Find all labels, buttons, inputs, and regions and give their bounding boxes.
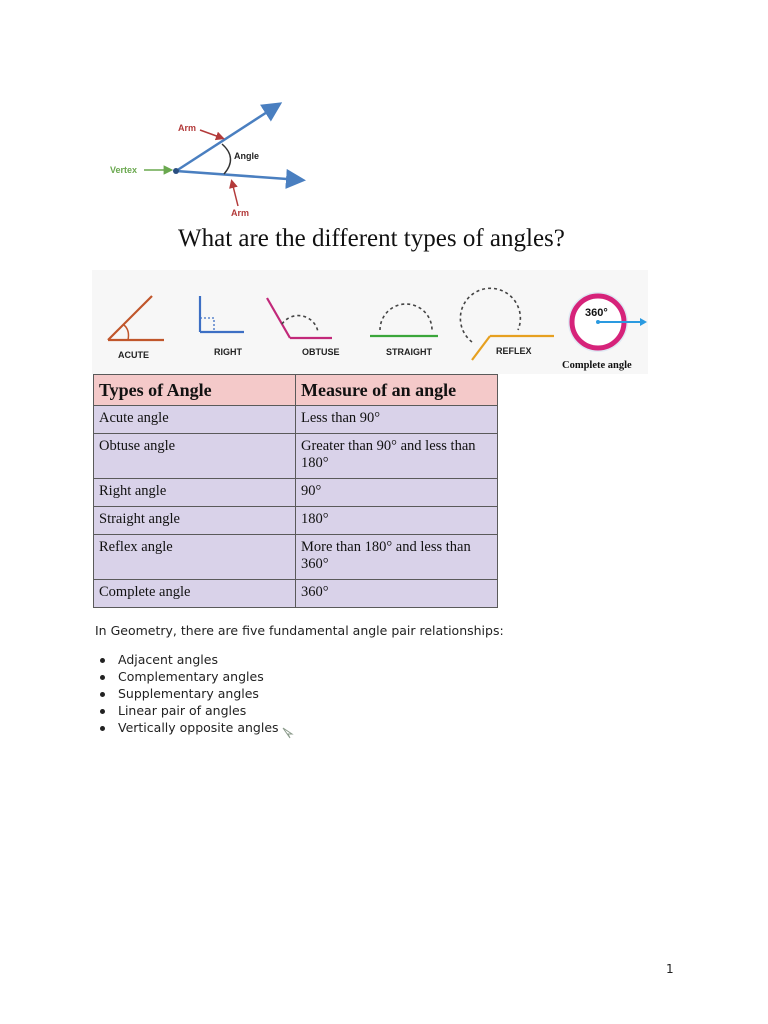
table-cell: Reflex angle <box>93 534 296 580</box>
table-cell: Straight angle <box>93 506 296 535</box>
reflex-angle-figure: REFLEX <box>459 287 554 361</box>
vertex-point <box>173 168 179 174</box>
table-cell: 360° <box>295 579 498 608</box>
angle-parts-diagram: Arm Angle Vertex Arm <box>110 102 306 218</box>
table-row: Acute angle Less than 90° <box>93 405 498 434</box>
straight-label: STRAIGHT <box>386 347 433 357</box>
vertex-label: Vertex <box>110 165 137 175</box>
bullet-icon <box>100 675 105 680</box>
arm-bottom-pointer <box>229 179 239 207</box>
list-item: Linear pair of angles <box>95 702 279 719</box>
table-cell: 90° <box>295 478 498 507</box>
right-label: RIGHT <box>214 347 243 357</box>
straight-angle-figure: STRAIGHT <box>370 303 438 357</box>
table-row: Right angle 90° <box>93 478 498 507</box>
bullet-icon <box>100 726 105 731</box>
bullet-icon <box>100 692 105 697</box>
list-item-label: Adjacent angles <box>118 652 218 667</box>
complete-angle-figure: 360° Complete angle <box>562 292 647 371</box>
angle-label: Angle <box>234 151 259 161</box>
table-cell: Obtuse angle <box>93 433 296 479</box>
table-cell: 180° <box>295 506 498 535</box>
table-cell: Complete angle <box>93 579 296 608</box>
lower-arm-line <box>175 168 306 189</box>
table-cell: Greater than 90° and less than 180° <box>295 433 498 479</box>
acute-label: ACUTE <box>118 350 149 360</box>
table-cell: Less than 90° <box>295 405 498 434</box>
page-heading: What are the different types of angles? <box>178 225 565 252</box>
bullet-icon <box>100 709 105 714</box>
list-item: Complementary angles <box>95 668 279 685</box>
table-row: Reflex angle More than 180° and less tha… <box>93 534 498 580</box>
acute-angle-figure: ACUTE <box>107 295 164 360</box>
complete-label: Complete angle <box>562 360 632 371</box>
table-row: Obtuse angle Greater than 90° and less t… <box>93 433 498 479</box>
angle-measures-table: Types of Angle Measure of an angle Acute… <box>93 374 498 608</box>
table-row: Complete angle 360° <box>93 579 498 608</box>
arm-bottom-label: Arm <box>231 208 249 218</box>
list-item: Adjacent angles <box>95 651 279 668</box>
angle-pair-list: Adjacent angles Complementary angles Sup… <box>95 651 279 736</box>
obtuse-label: OBTUSE <box>302 347 340 357</box>
arm-top-pointer <box>199 129 225 141</box>
arm-top-label: Arm <box>178 123 196 133</box>
table-cell: Acute angle <box>93 405 296 434</box>
list-item: Vertically opposite angles <box>95 719 279 736</box>
cursor-icon <box>282 727 294 739</box>
obtuse-angle-figure: OBTUSE <box>266 297 340 357</box>
page-number: 1 <box>666 962 674 976</box>
list-item-label: Linear pair of angles <box>118 703 247 718</box>
intro-text: In Geometry, there are five fundamental … <box>95 623 504 638</box>
angle-arc <box>221 143 232 175</box>
table-cell: Right angle <box>93 478 296 507</box>
right-angle-figure: RIGHT <box>198 296 244 357</box>
table-header-type: Types of Angle <box>93 374 296 406</box>
list-item: Supplementary angles <box>95 685 279 702</box>
list-item-label: Supplementary angles <box>118 686 259 701</box>
upper-arm-line <box>175 102 283 173</box>
angle-types-illustration: ACUTE RIGHT OBTUSE STRAIGHT REFLEX 360° … <box>92 270 648 374</box>
bullet-icon <box>100 658 105 663</box>
table-header-measure: Measure of an angle <box>295 374 498 406</box>
complete-value-label: 360° <box>585 307 608 319</box>
list-item-label: Complementary angles <box>118 669 264 684</box>
list-item-label: Vertically opposite angles <box>118 720 279 735</box>
table-row: Straight angle 180° <box>93 506 498 535</box>
table-cell: More than 180° and less than 360° <box>295 534 498 580</box>
reflex-label: REFLEX <box>496 346 532 356</box>
